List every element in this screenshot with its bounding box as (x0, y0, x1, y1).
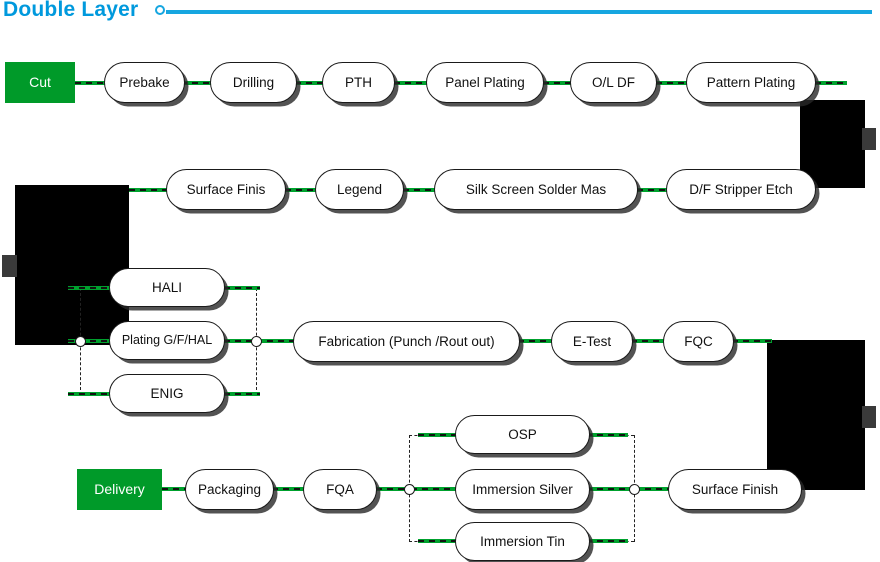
node-panel-plating[interactable]: Panel Plating (426, 62, 544, 103)
connector-prev-surfacefinis (129, 188, 167, 192)
connector-branch-hali-out (224, 286, 260, 290)
node-label: O/L DF (591, 74, 635, 90)
node-fqa[interactable]: FQA (303, 469, 377, 510)
connector-oldf-patternplating (656, 81, 687, 85)
node-pth[interactable]: PTH (322, 62, 395, 103)
connector-packaging-fqa (272, 487, 304, 491)
connector-fqc-next (732, 339, 772, 343)
node-pattern-plating[interactable]: Pattern Plating (686, 62, 816, 103)
node-legend[interactable]: Legend (315, 169, 404, 210)
node-plating-gf-hal[interactable]: Plating G/F/HAL (109, 321, 225, 360)
header-rule (166, 10, 872, 14)
node-label: Prebake (119, 74, 170, 90)
connector-drilling-pth (295, 81, 323, 85)
connector-cut-prebake (75, 81, 108, 85)
header-bar: Double Layer (0, 0, 880, 30)
redaction-block-row3-right (767, 340, 865, 490)
redaction-block-row1-right (800, 100, 865, 188)
connector-delivery-packaging (162, 487, 187, 491)
redaction-block-row2-left (15, 185, 129, 345)
node-label: Drilling (232, 74, 275, 90)
node-label: D/F Stripper Etch (689, 181, 793, 197)
node-label: Panel Plating (445, 74, 525, 90)
connector-patternplating-next (815, 81, 847, 85)
page-title: Double Layer (3, 0, 139, 21)
connector-branch-plating-in (68, 339, 114, 343)
node-immersion-silver[interactable]: Immersion Silver (455, 469, 590, 510)
connector-branch-silver-out (586, 487, 646, 491)
redaction-tab-row2-left (2, 255, 17, 277)
redaction-tab-row1-right (862, 128, 876, 150)
junction-dot-row4-left (404, 484, 415, 495)
connector-branch-enig-in (68, 392, 114, 396)
node-label: ENIG (150, 385, 184, 401)
connector-pth-panelplating (394, 81, 427, 85)
connector-legend-silkscreen (403, 188, 435, 192)
node-label: HALI (151, 279, 182, 295)
node-osp[interactable]: OSP (455, 415, 590, 454)
node-label: Silk Screen Solder Mas (465, 181, 607, 197)
node-label: FQA (326, 481, 354, 497)
node-surface-finish[interactable]: Surface Finish (668, 469, 802, 510)
node-prebake[interactable]: Prebake (104, 62, 185, 103)
connector-branch-silver-in (400, 487, 462, 491)
redaction-tab-row3-right (862, 406, 876, 428)
connector-panelplating-oldf (543, 81, 571, 85)
junction-dot-row4-right (629, 484, 640, 495)
node-label: FQC (684, 333, 713, 349)
node-label: Legend (336, 181, 383, 197)
connector-branch-osp-out (586, 433, 628, 437)
junction-dot-row3-left (75, 336, 86, 347)
node-label: Immersion Tin (480, 533, 565, 549)
connector-prebake-drilling (181, 81, 212, 85)
node-drilling[interactable]: Drilling (210, 62, 297, 103)
node-label: Fabrication (Punch /Rout out) (318, 333, 495, 349)
node-hali[interactable]: HALI (109, 268, 225, 307)
node-ol-df[interactable]: O/L DF (570, 62, 657, 103)
node-label: Surface Finish (691, 481, 779, 497)
node-delivery[interactable]: Delivery (77, 469, 162, 510)
node-e-test[interactable]: E-Test (551, 321, 633, 362)
node-surface-finis[interactable]: Surface Finis (166, 169, 286, 210)
connector-fabrication-etest (518, 339, 553, 343)
node-label: Plating G/F/HAL (121, 333, 213, 348)
node-enig[interactable]: ENIG (109, 374, 225, 413)
connector-branch-surfacefinish (634, 487, 670, 491)
node-immersion-tin[interactable]: Immersion Tin (455, 522, 590, 561)
node-packaging[interactable]: Packaging (185, 469, 274, 510)
node-label: OSP (508, 426, 537, 442)
node-silk-screen-solder-mask[interactable]: Silk Screen Solder Mas (434, 169, 638, 210)
connector-fqa-branch (376, 487, 408, 491)
node-cut[interactable]: Cut (5, 62, 75, 103)
node-label: Immersion Silver (472, 481, 573, 497)
connector-branch-enig-out (224, 392, 260, 396)
node-label: Surface Finis (186, 181, 266, 197)
connector-branch-osp-in (418, 433, 462, 437)
connector-surfacefinis-legend (285, 188, 316, 192)
node-label: E-Test (572, 333, 612, 349)
junction-dot-row3-right (251, 336, 262, 347)
header-endpoint-dot (155, 5, 165, 15)
node-fqc[interactable]: FQC (663, 321, 734, 362)
node-label: PTH (345, 74, 372, 90)
node-label: Pattern Plating (706, 74, 796, 90)
connector-silkscreen-dfstripper (637, 188, 667, 192)
connector-branch-tin-in (418, 539, 462, 543)
node-fabrication[interactable]: Fabrication (Punch /Rout out) (293, 321, 520, 362)
node-label: Packaging (197, 481, 262, 497)
connector-branch-hali-in (68, 286, 114, 290)
node-df-stripper-etch[interactable]: D/F Stripper Etch (666, 169, 816, 210)
node-label: Cut (29, 74, 51, 91)
connector-branch-tin-out (586, 539, 628, 543)
connector-branch-to-fabrication (256, 339, 296, 343)
node-label: Delivery (94, 481, 145, 498)
connector-etest-fqc (631, 339, 664, 343)
